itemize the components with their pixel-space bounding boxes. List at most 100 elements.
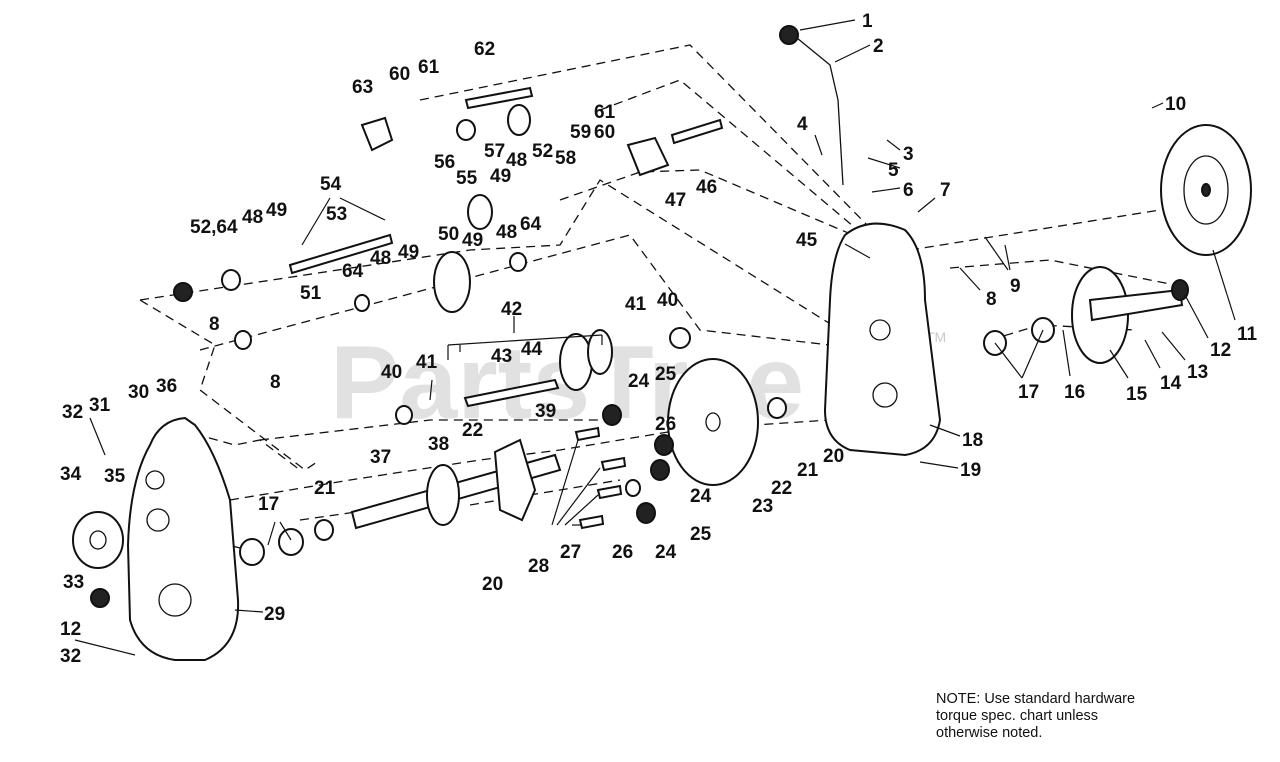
callout-54: 54 (320, 174, 342, 195)
callout-18: 18 (962, 430, 983, 451)
callout-24-mid: 24 (690, 486, 712, 507)
note-line-1: NOTE: Use standard hardware (936, 691, 1136, 707)
callout-38: 38 (428, 434, 449, 455)
callout-16: 16 (1064, 382, 1085, 403)
callout-30: 30 (128, 382, 149, 403)
callout-32-top: 32 (62, 402, 83, 423)
callout-11: 11 (1237, 324, 1258, 345)
callout-17-right: 17 (1018, 382, 1039, 403)
callout-15: 15 (1126, 384, 1148, 405)
callout-41-right: 41 (625, 294, 647, 315)
callout-21-left: 21 (314, 478, 336, 499)
callout-3: 3 (903, 144, 914, 165)
callout-49-a: 49 (490, 166, 511, 187)
shift-lever-shape (796, 37, 844, 186)
callout-51: 51 (300, 283, 322, 304)
callout-31: 31 (89, 395, 111, 416)
callout-33: 33 (63, 572, 84, 593)
hardware-note: NOTE: Use standard hardware torque spec.… (936, 691, 1236, 742)
callout-60-right: 60 (594, 122, 615, 143)
callout-8-left: 8 (270, 372, 281, 393)
callout-52: 52 (532, 141, 553, 162)
callouts: 1 2 3 4 5 6 7 8 9 10 11 12 13 14 15 16 1… (60, 11, 1258, 667)
callout-23: 23 (752, 496, 773, 517)
left-housing-shape (126, 416, 240, 661)
callout-45: 45 (796, 230, 818, 251)
callout-26-bottom: 26 (612, 542, 633, 563)
callout-59: 59 (570, 122, 591, 143)
callout-62: 62 (474, 39, 495, 60)
callout-61-right: 61 (594, 102, 616, 123)
callout-64-a: 64 (520, 214, 542, 235)
callout-58: 58 (555, 148, 576, 169)
callout-47: 47 (665, 190, 686, 211)
callout-14: 14 (1160, 373, 1182, 394)
callout-48-a: 48 (506, 150, 527, 171)
callout-28: 28 (528, 556, 549, 577)
gear-38-shape (426, 464, 460, 526)
callout-36: 36 (156, 376, 177, 397)
callout-20-right: 20 (823, 446, 844, 467)
callout-34: 34 (60, 464, 82, 485)
callout-49-d: 49 (398, 242, 419, 263)
callout-56: 56 (434, 152, 455, 173)
callout-64-b: 64 (342, 261, 364, 282)
leader-lines (74, 19, 1236, 656)
plate-28-shape (493, 438, 537, 522)
callout-44: 44 (521, 339, 543, 360)
callout-49-b: 49 (462, 230, 483, 251)
callout-25-top: 25 (655, 364, 677, 385)
callout-25-bottom: 25 (690, 524, 712, 545)
callout-8-right: 8 (986, 289, 997, 310)
callout-42: 42 (501, 299, 522, 320)
callout-17-left: 17 (258, 494, 279, 515)
callout-32-bottom: 32 (60, 646, 81, 667)
callout-19: 19 (960, 460, 981, 481)
callout-48-b: 48 (496, 222, 517, 243)
callout-27: 27 (560, 542, 581, 563)
callout-13: 13 (1187, 362, 1208, 383)
callout-29: 29 (264, 604, 285, 625)
callout-55: 55 (456, 168, 478, 189)
pulley-33-shape (72, 511, 124, 569)
gear-44-shape (559, 333, 593, 391)
callout-9: 9 (1010, 276, 1021, 297)
callout-40-left: 40 (381, 362, 402, 383)
callout-4: 4 (797, 114, 808, 135)
callout-8-top: 8 (209, 314, 220, 335)
callout-50: 50 (438, 224, 459, 245)
callout-52-64: 52,64 (190, 217, 238, 238)
note-line-3: otherwise noted. (936, 725, 1043, 741)
gear-50-shape (433, 251, 471, 313)
callout-2: 2 (873, 36, 884, 57)
callout-24-bottom: 24 (655, 542, 677, 563)
callout-20-left: 20 (482, 574, 503, 595)
callout-39: 39 (535, 401, 556, 422)
callout-35: 35 (104, 466, 126, 487)
callout-12-right: 12 (1210, 340, 1231, 361)
callout-1: 1 (862, 11, 873, 32)
note-line-2: torque spec. chart unless (936, 708, 1099, 724)
callout-24-top: 24 (628, 371, 650, 392)
callout-46: 46 (696, 177, 717, 198)
callout-7: 7 (940, 180, 951, 201)
callout-12-left: 12 (60, 619, 81, 640)
callout-63: 63 (352, 77, 373, 98)
callout-48-c: 48 (242, 207, 263, 228)
callout-60-left: 60 (389, 64, 410, 85)
callout-53: 53 (326, 204, 347, 225)
callout-22-left: 22 (462, 420, 483, 441)
callout-61-left: 61 (418, 57, 440, 78)
callout-22-right: 22 (771, 478, 792, 499)
callout-48-d: 48 (370, 248, 391, 269)
callout-37: 37 (370, 447, 391, 468)
callout-41-left: 41 (416, 352, 438, 373)
callout-57: 57 (484, 141, 505, 162)
callout-26-top: 26 (655, 414, 676, 435)
callout-21-right: 21 (797, 460, 819, 481)
callout-5: 5 (888, 160, 899, 181)
callout-6: 6 (903, 180, 914, 201)
callout-43: 43 (491, 346, 512, 367)
callout-49-c: 49 (266, 200, 287, 221)
